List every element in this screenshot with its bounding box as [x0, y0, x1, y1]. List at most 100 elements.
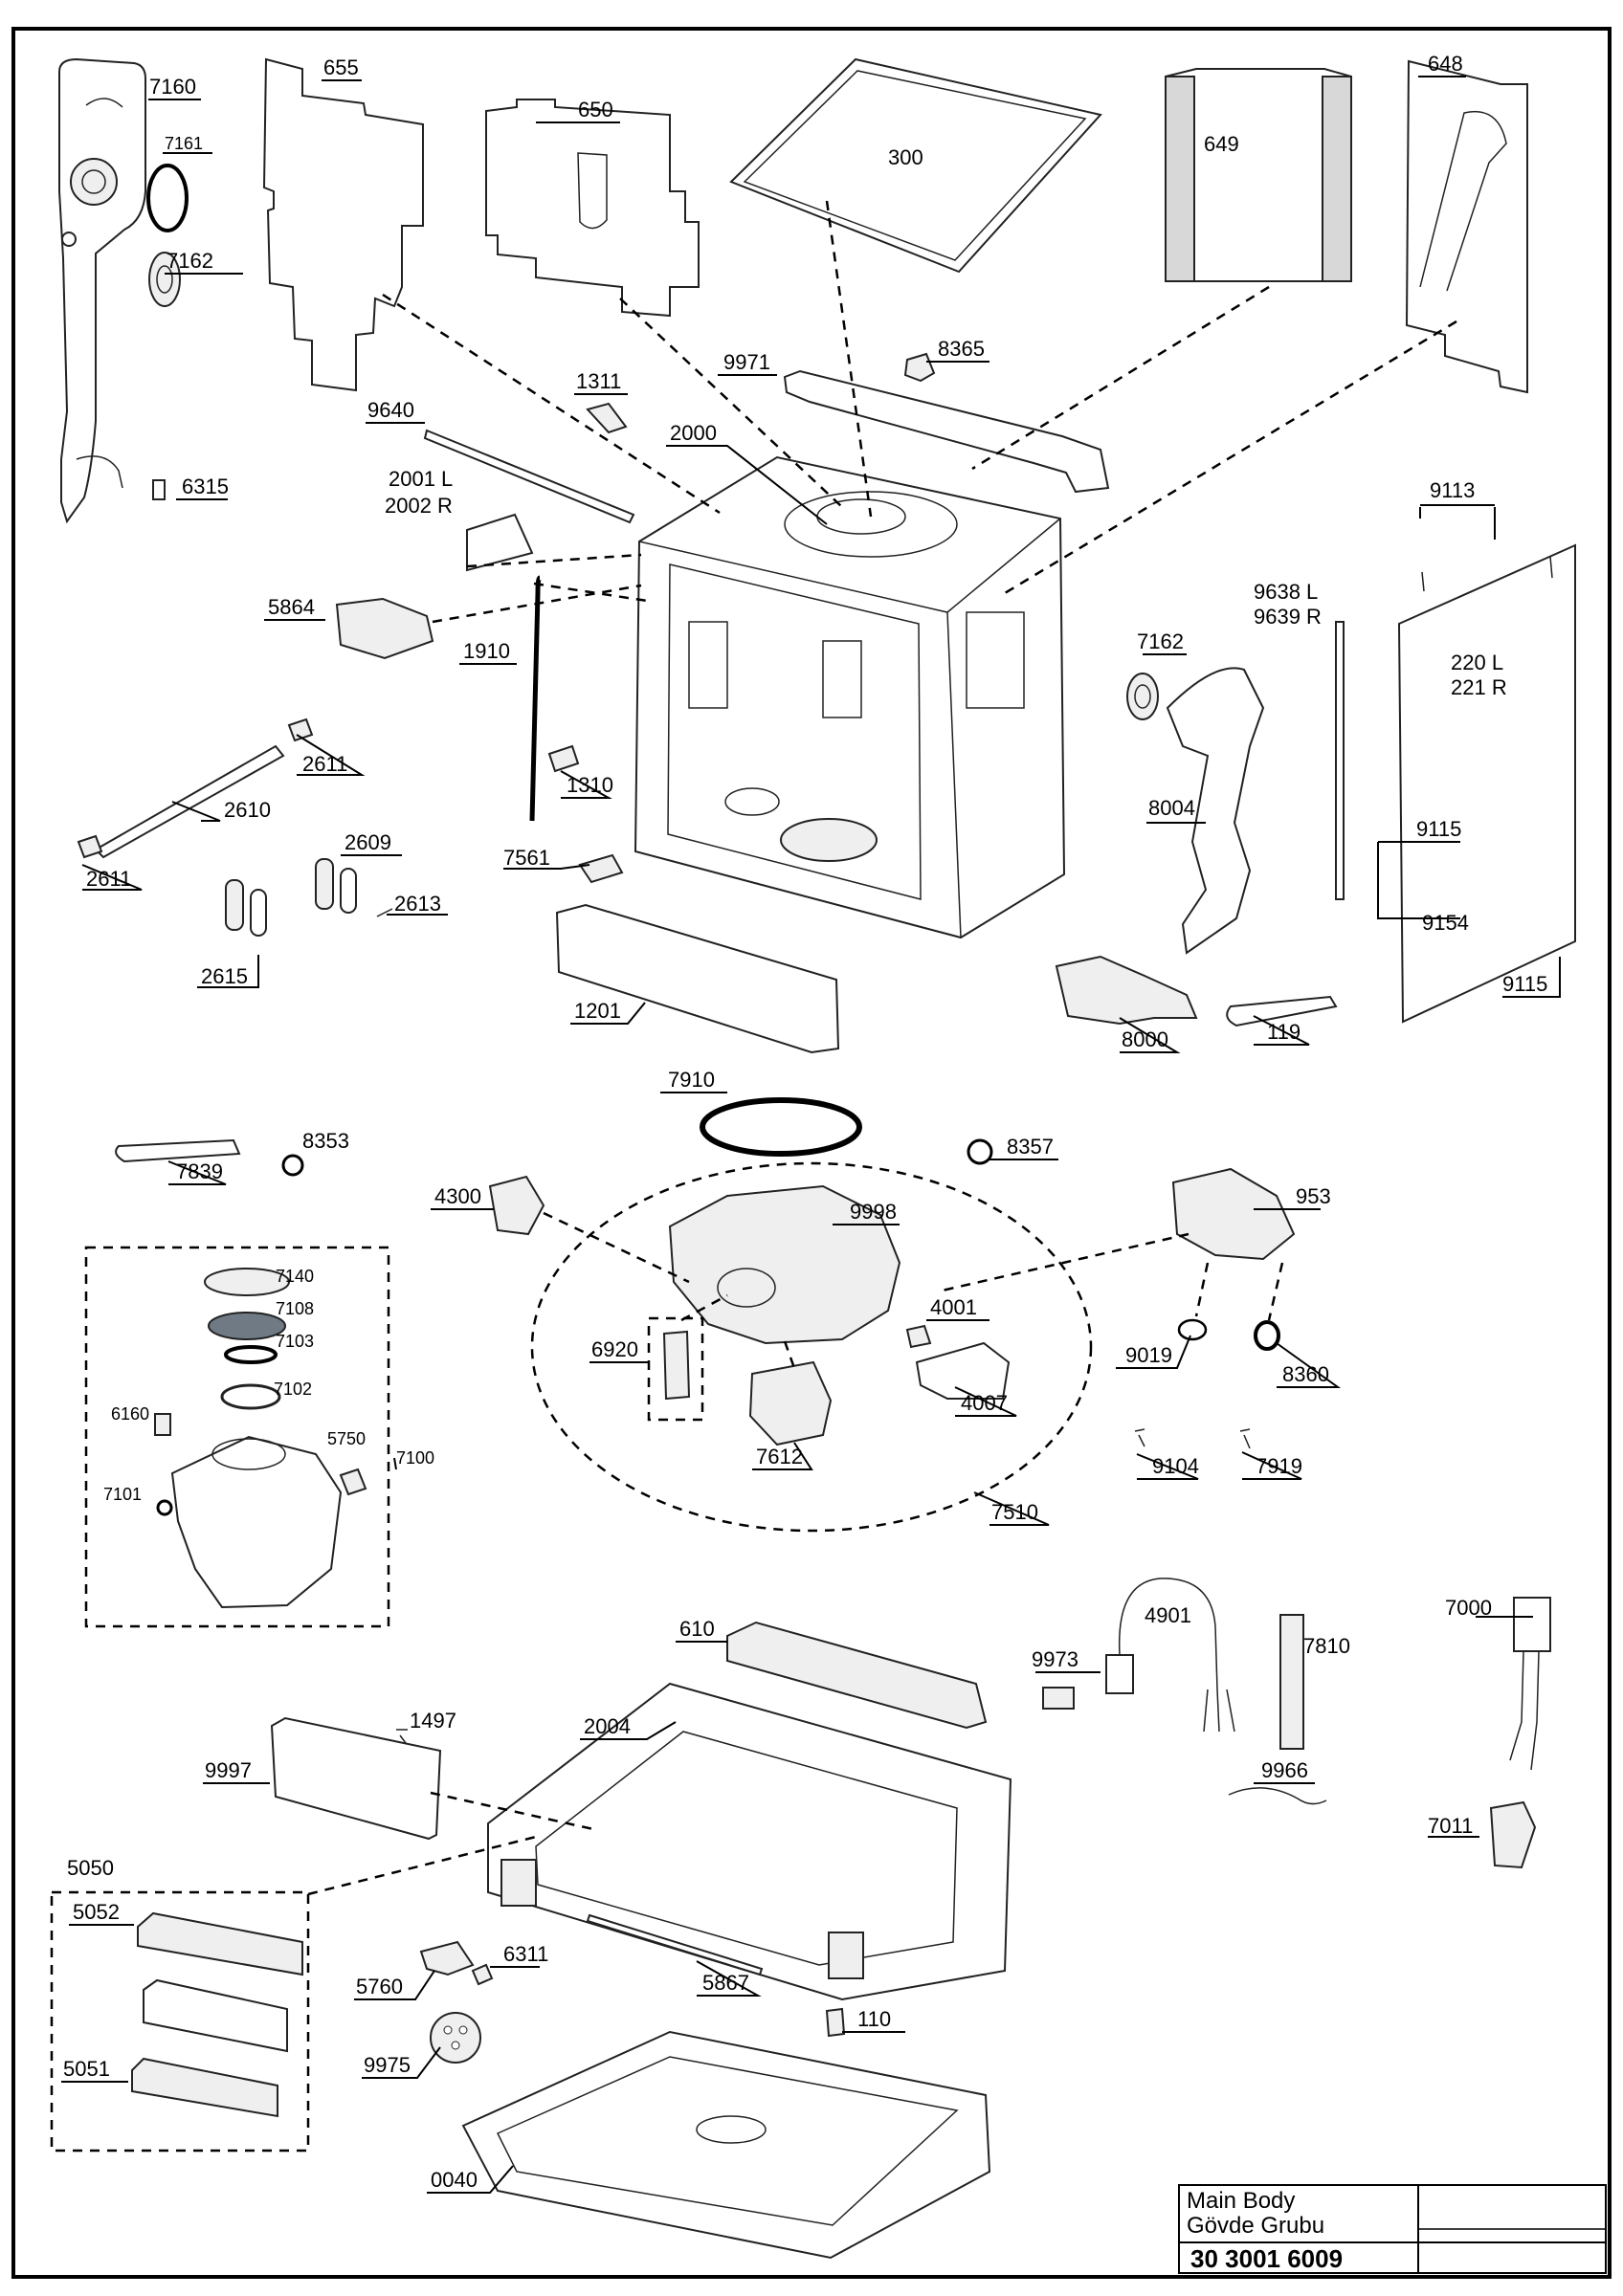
part-610-bar	[726, 1621, 988, 1730]
label-6315: 6315	[182, 475, 229, 498]
label-8004: 8004	[1148, 796, 1195, 820]
label-110: 110	[857, 2007, 891, 2031]
part-8004-duct	[1166, 667, 1265, 955]
label-7102: 7102	[274, 1380, 312, 1399]
label-9113: 9113	[1430, 478, 1475, 502]
label-4001: 4001	[930, 1295, 977, 1319]
label-649: 649	[1204, 132, 1239, 156]
label-953: 953	[1296, 1184, 1331, 1208]
label-650: 650	[578, 98, 613, 121]
label-9966: 9966	[1261, 1758, 1308, 1782]
label-0040: 0040	[431, 2168, 478, 2192]
part-7100-softener	[154, 1268, 367, 1609]
part-5052-cover	[137, 1911, 303, 1976]
label-7919: 7919	[1256, 1454, 1302, 1478]
label-2004: 2004	[584, 1714, 631, 1738]
label-9998: 9998	[850, 1200, 897, 1224]
label-7000: 7000	[1445, 1596, 1492, 1620]
label-7108: 7108	[276, 1299, 314, 1318]
part-220-side-panel	[1397, 543, 1576, 1024]
label-5052: 5052	[73, 1900, 120, 1924]
part-300-top-board	[729, 57, 1102, 274]
part-2610-strip	[94, 744, 285, 859]
part-5051-housing	[131, 2057, 278, 2118]
label-1310: 1310	[567, 773, 613, 797]
label-1910: 1910	[463, 639, 510, 663]
label-7100: 7100	[396, 1448, 434, 1468]
part-1310-piece	[547, 744, 580, 773]
part-6311-clip	[471, 1963, 494, 1986]
label-7810: 7810	[1303, 1634, 1350, 1658]
part-110-foot	[825, 2007, 846, 2038]
part-953-motor	[1171, 1167, 1296, 1261]
drawing-frame	[11, 27, 1612, 2279]
part-9975-filter	[430, 2012, 481, 2064]
label-9997: 9997	[205, 1758, 252, 1782]
label-7011: 7011	[1428, 1814, 1473, 1838]
label-8353: 8353	[302, 1129, 349, 1153]
group-5050-outline	[50, 1890, 310, 2152]
part-7161-ring	[146, 164, 189, 232]
label-7161: 7161	[165, 134, 203, 153]
label-655: 655	[323, 55, 359, 79]
part-119-hose	[1226, 995, 1338, 1027]
label-610: 610	[679, 1617, 715, 1641]
label-9975: 9975	[364, 2053, 411, 2077]
part-655-panel	[262, 57, 424, 392]
label-7162: 7162	[167, 249, 213, 273]
part-1201-piece	[555, 903, 840, 1054]
part-8365-clip	[903, 352, 936, 383]
part-2609-guides	[225, 858, 393, 937]
part-5864-component	[335, 597, 434, 660]
label-5867: 5867	[702, 1971, 749, 1995]
part-2000-tub	[634, 455, 1066, 939]
label-9639: 9639 R	[1254, 605, 1322, 629]
part-1311-bracket	[586, 402, 628, 434]
part-7561-piece	[578, 853, 624, 884]
part-7162-gasket	[148, 252, 181, 307]
label-220: 220 L	[1451, 651, 1503, 674]
group-6920-outline	[647, 1316, 704, 1422]
label-7162-b: 7162	[1137, 629, 1184, 653]
label-9640: 9640	[367, 398, 414, 422]
label-2000: 2000	[670, 421, 717, 445]
label-2609: 2609	[345, 830, 391, 854]
title-name-tr: Gövde Grubu	[1187, 2213, 1324, 2239]
label-leaders	[61, 76, 1561, 2194]
label-9971: 9971	[723, 350, 770, 374]
label-9638: 9638 L	[1254, 580, 1318, 604]
part-9966-clip	[1228, 1787, 1327, 1805]
part-4007-cover	[915, 1341, 1011, 1400]
part-2611-clip-a	[287, 718, 314, 742]
label-4901: 4901	[1145, 1603, 1191, 1627]
label-8357: 8357	[1007, 1135, 1054, 1159]
label-7101: 7101	[103, 1485, 142, 1504]
part-648-panel	[1405, 59, 1528, 394]
part-8357-clamp	[967, 1138, 993, 1165]
part-7162-gasket-b	[1126, 673, 1159, 720]
part-7919-screw	[1239, 1428, 1251, 1449]
label-4300: 4300	[434, 1184, 481, 1208]
part-4001-nozzle	[905, 1324, 932, 1349]
label-2613: 2613	[394, 892, 441, 916]
label-6311: 6311	[503, 1942, 548, 1966]
part-5760-piece	[419, 1940, 475, 1976]
group-7510-outline	[530, 1161, 1093, 1533]
label-7510: 7510	[991, 1500, 1038, 1524]
label-2611-b: 2611	[86, 867, 131, 891]
label-9115-b: 9115	[1502, 972, 1547, 996]
label-300: 300	[888, 145, 923, 169]
label-7160: 7160	[149, 75, 196, 99]
part-7612-pump	[748, 1360, 833, 1446]
label-5864: 5864	[268, 595, 315, 619]
label-9019: 9019	[1125, 1343, 1172, 1367]
label-1497: 1497	[410, 1709, 456, 1733]
label-2002: 2002 R	[385, 494, 453, 518]
label-221: 221 R	[1451, 675, 1507, 699]
part-7810-hose	[1279, 1614, 1304, 1750]
label-9154: 9154	[1422, 911, 1469, 935]
part-9640-strip	[423, 429, 635, 524]
label-6160: 6160	[111, 1404, 149, 1424]
label-7910: 7910	[668, 1068, 715, 1092]
label-9104: 9104	[1152, 1454, 1199, 1478]
